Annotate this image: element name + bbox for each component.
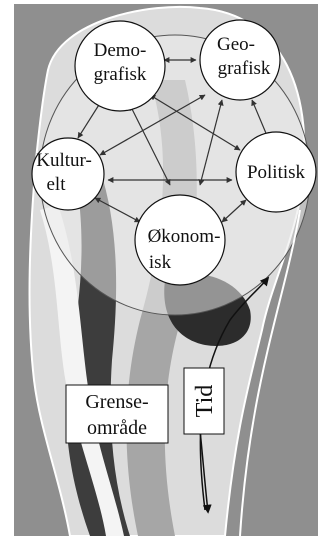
node-kulturelt: Kultur- elt bbox=[32, 138, 104, 210]
node-politisk: Politisk bbox=[236, 132, 316, 212]
tid-text: Tid bbox=[192, 385, 218, 417]
node-demografisk: Demo- grafisk bbox=[75, 21, 165, 111]
node-kulturelt-line2: elt bbox=[47, 174, 67, 195]
node-politisk-line1: Politisk bbox=[247, 162, 306, 183]
grenseomrade-label: Grense- område bbox=[66, 385, 168, 443]
node-kulturelt-circle bbox=[32, 138, 104, 210]
node-okonomisk-line2: isk bbox=[149, 252, 172, 273]
tid-label: Tid bbox=[184, 368, 224, 434]
node-demografisk-line1: Demo- bbox=[94, 40, 147, 61]
node-demografisk-line2: grafisk bbox=[94, 64, 147, 85]
node-kulturelt-line1: Kultur- bbox=[36, 150, 92, 171]
node-geografisk-line2: grafisk bbox=[218, 58, 271, 79]
node-okonomisk-line1: Økonom- bbox=[148, 226, 221, 247]
grenseomrade-line1: Grense- bbox=[85, 391, 148, 413]
grenseomrade-line2: område bbox=[87, 417, 147, 439]
node-okonomisk: Økonom- isk bbox=[135, 195, 225, 285]
node-geografisk: Geo- grafisk bbox=[200, 20, 280, 100]
node-geografisk-line1: Geo- bbox=[217, 34, 255, 55]
